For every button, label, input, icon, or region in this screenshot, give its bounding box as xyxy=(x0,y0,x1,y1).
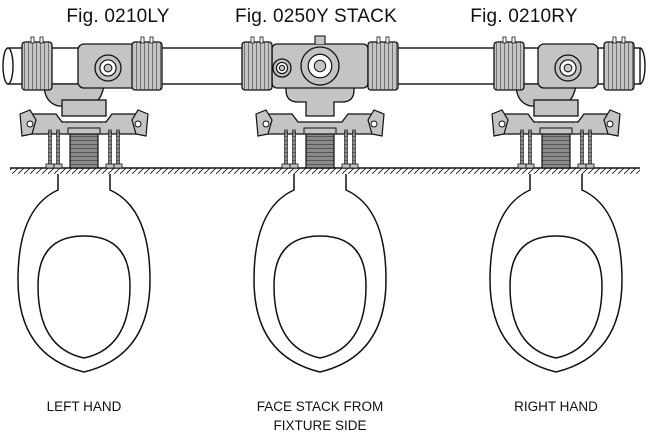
gasket xyxy=(69,133,99,169)
pipe-coupling xyxy=(603,41,635,91)
mounting-bolt xyxy=(116,129,120,169)
adapter-collar xyxy=(539,127,573,135)
caption-right-hand: RIGHT HAND xyxy=(456,397,648,416)
mounting-bolt xyxy=(108,129,112,169)
fitting-assembly-left xyxy=(17,36,163,373)
caption-left-hand: LEFT HAND xyxy=(0,397,184,416)
elbow-outlet xyxy=(533,99,579,117)
bowl-opening xyxy=(509,235,603,359)
mounting-bolt xyxy=(56,129,60,169)
figure-title-left: Fig. 0210LY xyxy=(66,6,170,27)
bolt-nut xyxy=(517,163,527,169)
adapter-collar xyxy=(67,127,101,135)
fitting-assembly-stack xyxy=(241,35,399,373)
elbow-outlet xyxy=(61,99,107,117)
caption-line: FACE STACK FROM xyxy=(256,399,384,414)
bolt-nut xyxy=(341,163,351,169)
bolt-nut xyxy=(113,163,123,169)
figure-title-right: Fig. 0210RY xyxy=(470,6,578,27)
caption-line: FIXTURE SIDE xyxy=(273,418,367,433)
adapter-collar xyxy=(303,127,337,135)
mounting-bolt xyxy=(292,129,296,169)
mounting-bolt xyxy=(520,129,524,169)
pipe-coupling xyxy=(367,41,399,91)
gasket xyxy=(305,133,335,169)
bolt-nut xyxy=(53,163,63,169)
caption-face-stack: FACE STACK FROM FIXTURE SIDE xyxy=(220,397,420,435)
bowl-opening xyxy=(37,235,131,359)
bowl-opening xyxy=(273,235,367,359)
pipe-coupling xyxy=(131,41,163,91)
figure-title-stack: Fig. 0250Y STACK xyxy=(235,6,397,27)
pipe-coupling xyxy=(21,41,53,91)
caption-line: RIGHT HAND xyxy=(514,399,598,414)
mounting-bolt xyxy=(580,129,584,169)
bolt-nut xyxy=(585,163,595,169)
bolt-nut xyxy=(105,163,115,169)
bolt-nut xyxy=(349,163,359,169)
stack-body xyxy=(285,83,355,117)
bolt-nut xyxy=(577,163,587,169)
gasket xyxy=(541,133,571,169)
mounting-bolt xyxy=(344,129,348,169)
fitting-assembly-right xyxy=(489,36,635,373)
pipe-coupling xyxy=(493,41,525,91)
vent-tab xyxy=(314,35,326,44)
bolt-nut xyxy=(281,163,291,169)
mounting-bolt xyxy=(588,129,592,169)
pipe-coupling xyxy=(241,41,273,91)
mounting-bolt xyxy=(352,129,356,169)
bolt-nut xyxy=(525,163,535,169)
bolt-nut xyxy=(289,163,299,169)
mounting-bolt xyxy=(284,129,288,169)
mounting-bolt xyxy=(528,129,532,169)
mounting-bolt xyxy=(48,129,52,169)
caption-line: LEFT HAND xyxy=(46,399,122,414)
floor-line xyxy=(10,167,640,174)
bolt-nut xyxy=(45,163,55,169)
